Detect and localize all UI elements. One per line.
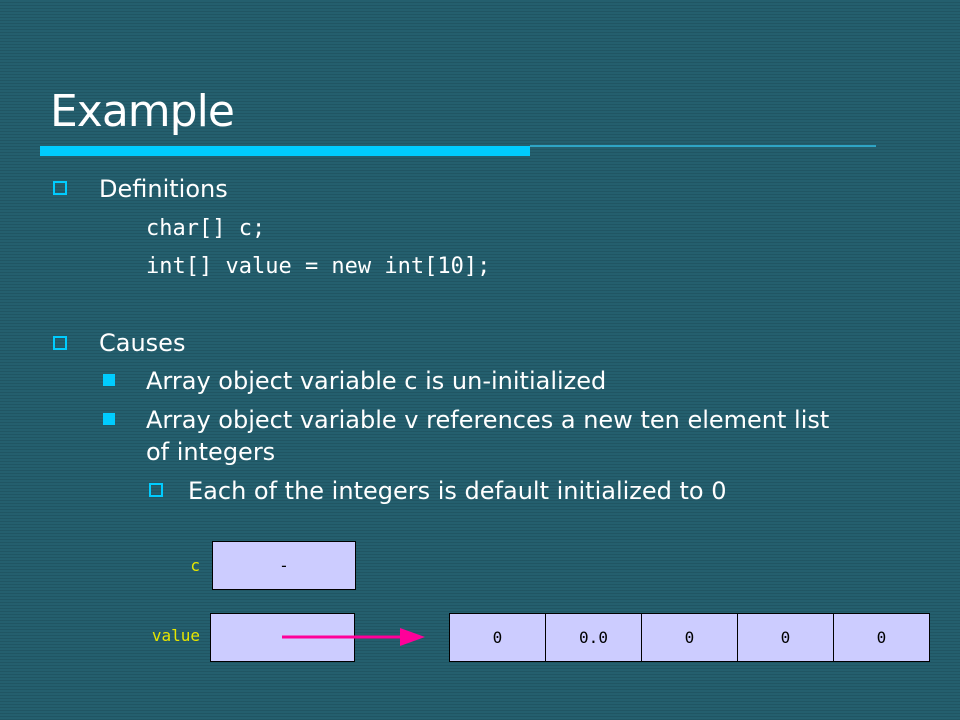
variable-label-value: value bbox=[151, 626, 200, 645]
slide-title: Example bbox=[50, 86, 235, 137]
hollow-square-bullet-icon bbox=[53, 336, 67, 350]
filled-square-bullet-icon bbox=[103, 374, 115, 386]
definitions-heading: Definitions bbox=[99, 175, 228, 203]
cause-subitem: Each of the integers is default initiali… bbox=[188, 477, 727, 505]
hollow-square-bullet-icon bbox=[53, 181, 67, 195]
cause-item-2: Array object variable v references a new… bbox=[146, 406, 830, 434]
code-line-1: char[] c; bbox=[146, 216, 266, 241]
title-underline-thin bbox=[530, 145, 876, 147]
filled-square-bullet-icon bbox=[103, 413, 115, 425]
title-underline-bar bbox=[40, 146, 530, 156]
hollow-square-bullet-icon bbox=[149, 483, 163, 497]
causes-heading: Causes bbox=[99, 329, 186, 357]
code-line-2: int[] value = new int[10]; bbox=[146, 254, 491, 279]
array-cell: 0 bbox=[737, 613, 834, 662]
cause-item-2-continued: of integers bbox=[146, 438, 276, 466]
array-cell: 0 bbox=[449, 613, 546, 662]
reference-arrow bbox=[282, 628, 425, 646]
variable-box-c: - bbox=[212, 541, 356, 590]
cause-item-1: Array object variable c is un-initialize… bbox=[146, 367, 607, 395]
variable-label-c: c bbox=[190, 556, 200, 575]
array-cell: 0.0 bbox=[545, 613, 642, 662]
array-cell: 0 bbox=[641, 613, 738, 662]
array-cell: 0 bbox=[833, 613, 930, 662]
